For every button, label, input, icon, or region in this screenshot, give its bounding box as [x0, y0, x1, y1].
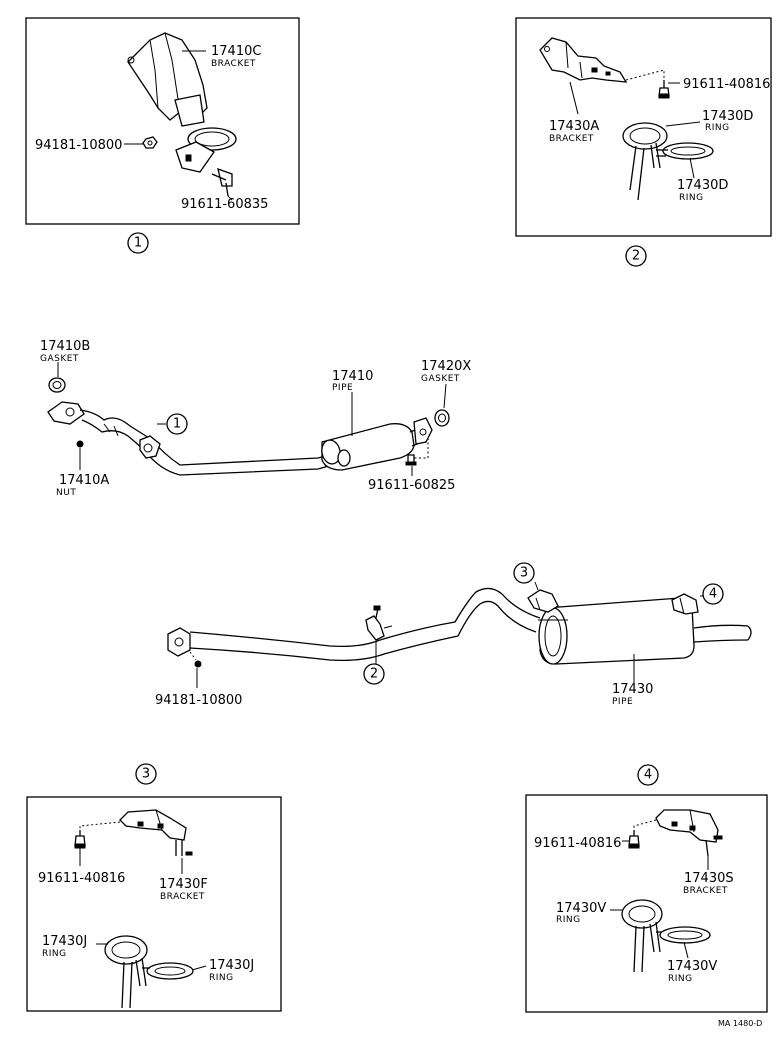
inset-3-ring-b-desc: RING	[209, 973, 234, 983]
inset-2-ring-b-desc: RING	[679, 193, 704, 203]
inset-3-callout-number: 3	[142, 767, 150, 782]
bolt-91611-40816-drawing	[658, 80, 670, 99]
bracket-17410c-drawing	[127, 32, 208, 127]
inset-2-callout-number: 2	[632, 249, 640, 264]
inset-4-bracket-desc: BRACKET	[683, 886, 728, 896]
pipe-17410-part-no: 17410	[332, 369, 373, 384]
inset-4: 4 91611-40	[525, 764, 768, 1013]
inset-3: 3 9	[26, 763, 282, 1012]
inset-1-bracket-desc: BRACKET	[211, 59, 256, 69]
inset-1-callout-number: 1	[134, 236, 142, 251]
inset-4-callout-circle	[637, 764, 659, 786]
inset-2: 91611-40816 17430A BRACKET 17430D RING 1…	[515, 17, 772, 267]
inset-3-frame	[26, 796, 282, 1012]
rear-callout-number-4: 4	[709, 587, 717, 602]
nut-17410a-desc: NUT	[56, 488, 76, 498]
gasket-17420x-part-no: 17420X	[421, 359, 471, 374]
nut-17410a-drawing	[76, 440, 84, 448]
inset-2-ring-b-part-no: 17430D	[677, 178, 728, 193]
bracket-17430a-drawing	[539, 37, 628, 83]
bracket-17430s-drawing	[655, 809, 723, 857]
gasket-17410b-desc: GASKET	[40, 354, 79, 364]
rear-callout-circle-2	[363, 663, 385, 685]
inset-3-ring-a-part-no: 17430J	[42, 934, 87, 949]
inset-3-ring-a-desc: RING	[42, 949, 67, 959]
inset-2-bracket-desc: BRACKET	[549, 134, 594, 144]
pipe-17430-part-no: 17430	[612, 682, 653, 697]
nut-17410a-part-no: 17410A	[59, 473, 109, 488]
inset-4-bracket-part-no: 17430S	[684, 871, 734, 886]
inset-2-bracket-part-no: 17430A	[549, 119, 599, 134]
rear-callout-number-2: 2	[370, 667, 378, 682]
gasket-17420x-desc: GASKET	[421, 374, 460, 384]
inset-3-bracket-part-no: 17430F	[159, 877, 208, 892]
inset-2-ring-a-part-no: 17430D	[702, 109, 753, 124]
bracket-17430f-drawing	[119, 809, 193, 856]
clamp-drawing	[175, 127, 237, 173]
inset-4-ring-b-part-no: 17430V	[667, 959, 717, 974]
gasket-17420x-drawing	[434, 409, 450, 427]
rear-pipe-assembly: 17430 PIPE 94181-10800 3 4 2	[155, 562, 752, 708]
inset-1-bracket-part-no: 17410C	[211, 44, 261, 59]
inset-3-bolt-part-no: 91611-40816	[38, 871, 125, 886]
inset-4-callout-number: 4	[644, 768, 652, 783]
inset-3-ring-b-part-no: 17430J	[209, 958, 254, 973]
nut-94181-10800-drawing	[142, 136, 158, 149]
bolt-91611-60825-part-no: 91611-60825	[368, 478, 455, 493]
rear-nut-part-no: 94181-10800	[155, 693, 242, 708]
inset-4-ring-b-desc: RING	[668, 974, 693, 984]
rear-callout-number-3: 3	[520, 566, 528, 581]
front-callout-number-1: 1	[173, 417, 181, 432]
inset-1-callout-circle	[127, 232, 149, 254]
front-pipe-17410-drawing	[47, 401, 433, 476]
bolt-91611-60835-drawing	[211, 167, 233, 197]
inset-4-frame	[525, 794, 768, 1013]
inset-2-ring-a-desc: RING	[705, 123, 730, 133]
bolt-91611-40816-inset4-drawing	[628, 830, 640, 849]
inset-4-ring-a-part-no: 17430V	[556, 901, 606, 916]
pipe-17430-desc: PIPE	[612, 697, 633, 707]
inset-1-frame	[25, 17, 300, 225]
front-callout-circle-1	[166, 413, 188, 435]
inset-2-bolt-part-no: 91611-40816	[683, 77, 770, 92]
rear-callout-circle-3	[513, 562, 535, 584]
inset-1-bolt-part-no: 91611-60835	[181, 197, 268, 212]
inset-4-bolt-part-no: 91611-40816	[534, 836, 621, 851]
rear-pipe-17430-drawing	[167, 587, 752, 665]
pipe-17410-desc: PIPE	[332, 383, 353, 393]
bolt-91611-60825-drawing	[405, 454, 417, 466]
bolt-91611-40816-inset3-drawing	[74, 830, 86, 849]
inset-4-ring-a-desc: RING	[556, 915, 581, 925]
inset-1-nut-part-no: 94181-10800	[35, 138, 122, 153]
inset-3-callout-circle	[135, 763, 157, 785]
inset-2-callout-circle	[625, 245, 647, 267]
inset-1: 17410C BRACKET 94181-10800 91611-60835 1	[25, 17, 300, 254]
front-pipe-assembly: 17410B GASKET 17410 PIPE 17420X GASKET 1…	[40, 339, 471, 498]
diagram-code: MA 1480-D	[718, 1019, 762, 1028]
gasket-17410b-part-no: 17410B	[40, 339, 90, 354]
nut-94181-10800-rear-drawing	[194, 660, 202, 668]
ring-17430v-pair-drawing	[621, 899, 711, 973]
ring-17430d-pair-drawing	[622, 122, 714, 201]
rear-callout-circle-4	[702, 583, 724, 605]
ring-17430j-pair-drawing	[104, 935, 194, 1009]
inset-3-bracket-desc: BRACKET	[160, 892, 205, 902]
gasket-17410b-drawing	[48, 377, 66, 393]
inset-2-frame	[515, 17, 772, 237]
